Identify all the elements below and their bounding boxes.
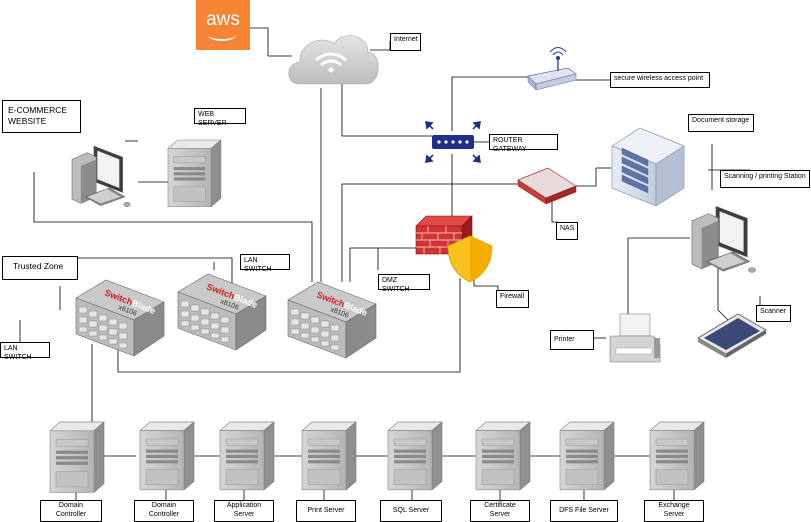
ecommerce-desktop-icon [71, 145, 131, 208]
server-tower-icon [475, 421, 531, 491]
lan-switch-icon: SwitchBlade x8106 [177, 273, 267, 351]
dmz-switch-label: DMZ SWITCH [378, 274, 430, 293]
dmz-switch-icon: SwitchBlade x8106 [287, 281, 377, 359]
trusted-zone-label: Trusted Zone [2, 256, 78, 280]
ecommerce-website-label: E-COMMERCE WEBSITE [2, 100, 81, 133]
server-tower-icon [649, 421, 705, 491]
aws-logo: aws [196, 0, 250, 50]
lan-switch-left-label: LAN SWITCH [0, 342, 50, 361]
scanning-station-label: Scanning / printing Station [720, 170, 810, 188]
document-storage-label: Document storage [688, 114, 754, 132]
server-tower-icon [139, 421, 195, 491]
server-label-print-server: Print Server [296, 500, 356, 522]
internet-cloud-icon [288, 35, 379, 85]
firewall-label: Firewall [496, 290, 529, 308]
wireless-access-point-label: secure wireless access point [610, 72, 710, 88]
internet-label: Internet [390, 33, 421, 51]
server-tower-icon [49, 421, 105, 493]
scanning-station-desktop-icon [691, 205, 757, 273]
nas-label: NAS [556, 222, 578, 240]
server-tower-icon [219, 421, 275, 491]
aws-smile-icon [208, 29, 236, 41]
server-tower-icon [559, 421, 615, 491]
router-gateway-label: ROUTER GATEWAY [489, 134, 558, 153]
scanner-icon [697, 313, 767, 358]
document-storage-icon [611, 127, 685, 207]
nas-icon [517, 167, 577, 205]
wireless-access-point-icon [527, 47, 577, 91]
web-server-label: WEB SERVER [194, 108, 246, 127]
server-label-dfs-file-server: DFS File Server [550, 500, 618, 522]
printer-icon [609, 313, 661, 363]
server-tower-icon [387, 421, 443, 491]
lan-switch-icon: SwitchBlade x8106 [75, 279, 165, 357]
aws-logo-text: aws [206, 9, 240, 30]
scanner-label: Scanner [756, 305, 791, 322]
lan-switch-top-label: LAN SWITCH [240, 254, 290, 273]
server-tower-icon [301, 421, 357, 491]
web-server-tower-icon [167, 139, 222, 208]
printer-label: Printer [550, 330, 594, 350]
firewall-icon [415, 215, 493, 283]
server-label-sql-server: SQL Server [380, 500, 442, 522]
router-gateway-icon [425, 121, 481, 163]
